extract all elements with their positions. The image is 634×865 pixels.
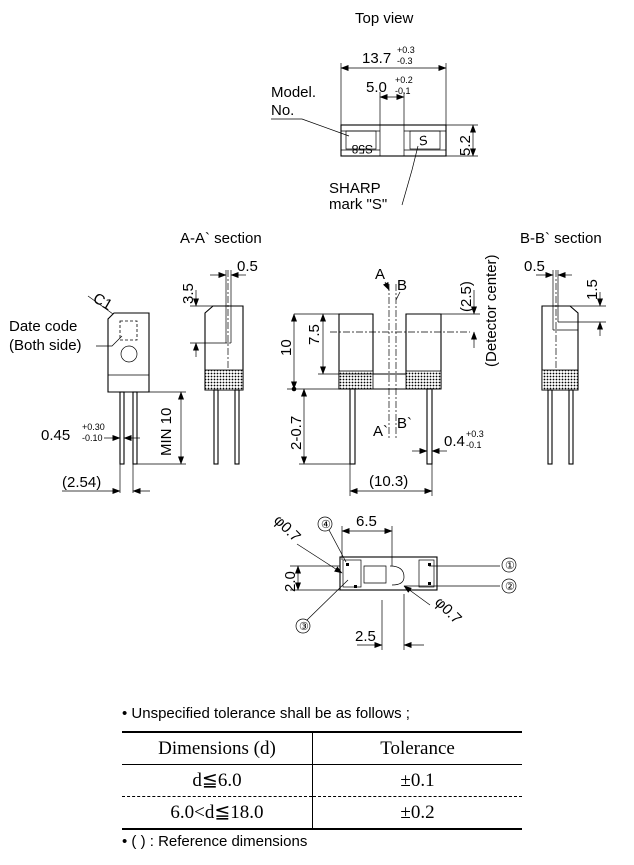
model-marking: S58 [351, 142, 373, 156]
tolerance-cell: ±0.2 [312, 796, 522, 830]
slot-width-lower-tol: -0.1 [395, 86, 411, 96]
table-header-row: Dimensions (d) Tolerance [122, 731, 522, 765]
lead-thickness-dim: 0.4 [444, 433, 465, 450]
front-view: A B A` B` 10 7.5 (2.5) (Detector center)… [278, 254, 500, 496]
chamfer-label: C1 [90, 290, 115, 314]
pitch-offset-dim: 2.5 [355, 628, 376, 645]
section-mark-b: B [397, 277, 407, 294]
slot-width-dim: 5.0 [366, 79, 387, 96]
slot-width-upper-tol: +0.2 [395, 75, 413, 85]
model-no-label-line1: Model. [271, 84, 316, 101]
height-dim: 10 [278, 339, 295, 356]
bottom-view: 6.5 φ0.7 ④ 2.0 ③ ① ② φ0.7 2.5 [270, 512, 517, 650]
bb-section-view: 0.5 1.5 [524, 258, 606, 465]
section-mark-a: A [375, 266, 385, 283]
lead-width-dim: 0.45 [41, 427, 70, 444]
sharp-mark: S [417, 132, 430, 149]
min-lead-dim: MIN 10 [158, 408, 175, 456]
overall-width-upper-tol: +0.3 [397, 45, 415, 55]
detector-height-ref-dim: (2.5) [458, 281, 475, 312]
pitch-width-dim: 6.5 [356, 513, 377, 530]
aa-width-dim: 0.5 [237, 258, 258, 275]
header-dimensions: Dimensions (d) [122, 731, 313, 765]
lead-width-lower-tol: -0.10 [82, 433, 103, 443]
side-view: C1 Date code (Both side) 0.45 +0.30 -0.1… [9, 290, 186, 494]
sharp-mark-label-line2: mark "S" [329, 196, 387, 213]
depth-dim: 5.2 [457, 135, 474, 156]
pin-4-label: ④ [321, 519, 331, 531]
header-tolerance: Tolerance [312, 731, 522, 765]
pitch-height-dim: 2.0 [282, 571, 299, 592]
aa-offset-dim: 3.5 [180, 283, 197, 304]
overall-width-dim: 13.7 [362, 50, 391, 67]
dimension-cell: 6.0<d≦18.0 [122, 796, 313, 830]
pin-1-label: ① [505, 560, 515, 572]
hole-dia-left-dim: φ0.7 [270, 512, 304, 546]
reference-note: • ( ) : Reference dimensions [122, 833, 308, 850]
date-code-label-line2: (Both side) [9, 337, 82, 354]
pitch-ref-dim: (2.54) [62, 474, 101, 491]
bb-section-title: B-B` section [520, 230, 602, 247]
slot-depth-dim: 7.5 [306, 324, 323, 345]
dimension-cell: d≦6.0 [122, 764, 313, 797]
lead-thickness-upper-tol: +0.3 [466, 429, 484, 439]
tolerance-cell: ±0.1 [312, 764, 522, 797]
top-view-title: Top view [355, 10, 414, 27]
section-mark-b-prime: B` [397, 415, 412, 432]
bb-width-dim: 0.5 [524, 258, 545, 275]
detector-center-label: (Detector center) [483, 254, 500, 367]
aa-section-view: 0.5 3.5 [180, 258, 258, 465]
table-row: d≦6.0 ±0.1 [122, 764, 522, 797]
hole-dia-right-dim: φ0.7 [431, 594, 465, 628]
lead-length-dim: 2-0.7 [288, 416, 305, 450]
bb-offset-dim: 1.5 [584, 279, 601, 300]
pin-3-label: ③ [299, 621, 309, 633]
section-mark-a-prime: A` [373, 423, 388, 440]
sharp-mark-label-line1: SHARP [329, 180, 381, 197]
lead-spacing-ref-dim: (10.3) [369, 473, 408, 490]
aa-section-title: A-A` section [180, 230, 262, 247]
tolerance-table: Dimensions (d) Tolerance d≦6.0 ±0.1 6.0<… [122, 731, 522, 830]
lead-width-upper-tol: +0.30 [82, 422, 105, 432]
pin-2-label: ② [505, 581, 515, 593]
lead-thickness-lower-tol: -0.1 [466, 440, 482, 450]
table-row: 6.0<d≦18.0 ±0.2 [122, 796, 522, 830]
overall-width-lower-tol: -0.3 [397, 56, 413, 66]
tolerance-intro: • Unspecified tolerance shall be as foll… [122, 705, 410, 722]
top-view: Top view 13.7 +0.3 -0.3 5.0 +0.2 -0.1 S5… [271, 10, 478, 213]
model-no-label-line2: No. [271, 102, 294, 119]
date-code-label-line1: Date code [9, 318, 77, 335]
